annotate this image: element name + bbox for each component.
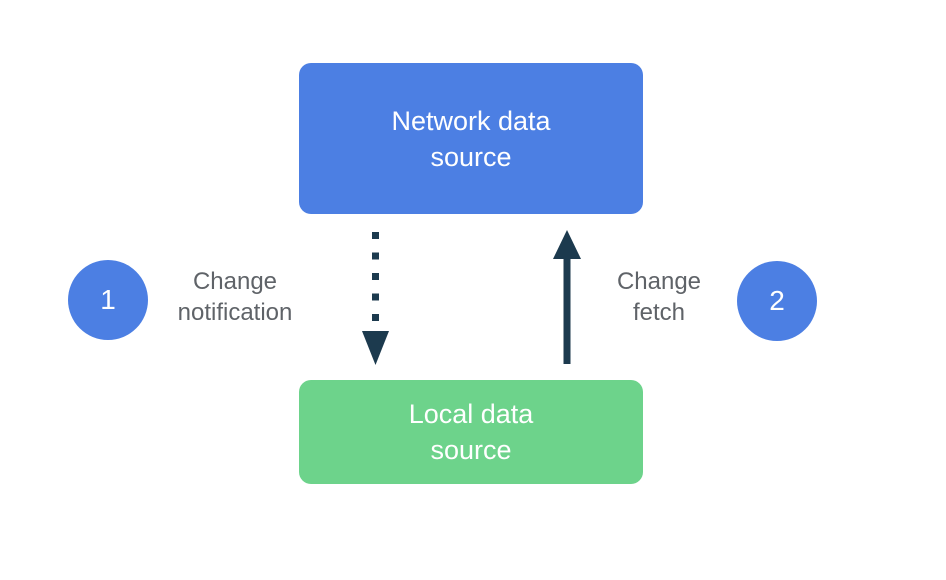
- network-data-source-node: Network data source: [299, 63, 643, 214]
- change-fetch-label: Change fetch: [616, 268, 702, 326]
- arrow-head-up-icon: [553, 230, 581, 259]
- local-data-source-node: Local data source: [299, 380, 643, 484]
- step-1-number: 1: [100, 284, 116, 315]
- step-2-number: 2: [769, 285, 785, 316]
- step-2-badge: 2: [737, 261, 817, 341]
- arrow-head-down-icon: [362, 331, 389, 365]
- change-notification-label: Change notification: [177, 268, 293, 326]
- change-notification-arrow: [362, 232, 389, 365]
- local-data-source-label: Local data source: [408, 399, 534, 465]
- network-data-source-label: Network data source: [391, 105, 551, 172]
- step-1-badge: 1: [68, 260, 148, 340]
- change-fetch-arrow: [553, 230, 581, 364]
